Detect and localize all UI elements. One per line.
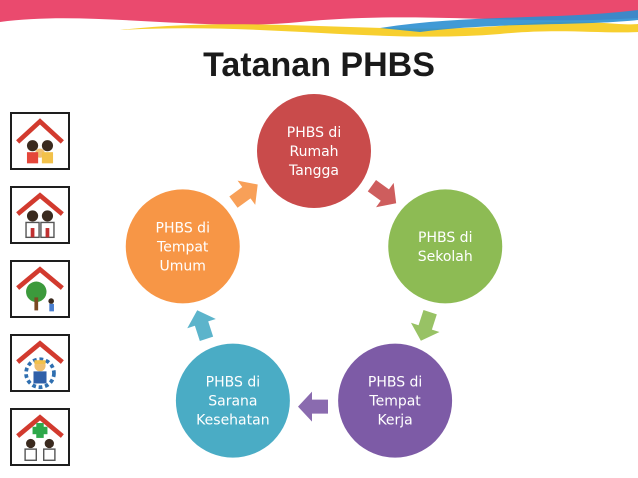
- cycle-node-circle: [388, 189, 503, 304]
- cycle-arrow: [229, 180, 258, 208]
- cycle-node-label: Umum: [160, 258, 206, 274]
- cycle-node-circle: [175, 343, 290, 458]
- cycle-node-label: PHBS di: [206, 375, 260, 391]
- page-title: Tatanan PHBS: [203, 46, 435, 84]
- household-icon: [10, 112, 70, 170]
- cycle-node-label: Tempat: [368, 394, 421, 410]
- workplace-icon: [10, 334, 70, 392]
- cycle-node-label: Kesehatan: [196, 413, 269, 429]
- cycle-node-label: PHBS di: [368, 375, 422, 391]
- cycle-node-circle: [257, 94, 371, 208]
- school-icon: [10, 186, 70, 244]
- cycle-node-circle: [125, 189, 240, 304]
- cycle-node-label: Sarana: [208, 394, 257, 410]
- header-wave-banner: [0, 0, 638, 37]
- cycle-node-label: Sekolah: [418, 249, 473, 265]
- public-place-icon: [10, 260, 70, 318]
- cycle-arrow: [367, 179, 397, 208]
- cycle-node-label: PHBS di: [287, 125, 341, 141]
- cycle-node-label: Tangga: [288, 163, 339, 179]
- cycle-node-label: PHBS di: [156, 220, 210, 236]
- health-facility-icon: [10, 408, 70, 466]
- cycle-node-label: PHBS di: [418, 230, 472, 246]
- cycle-node: PHBS di Sekolah: [388, 189, 503, 304]
- cycle-node-circle: [338, 343, 453, 458]
- cycle-arrow: [298, 391, 328, 422]
- cycle-arrow: [187, 310, 216, 341]
- cycle-node-label: Kerja: [377, 413, 412, 429]
- cycle-arrow: [410, 310, 440, 341]
- cycle-node-label: Rumah: [289, 144, 338, 160]
- cycle-node-label: Tempat: [156, 239, 209, 255]
